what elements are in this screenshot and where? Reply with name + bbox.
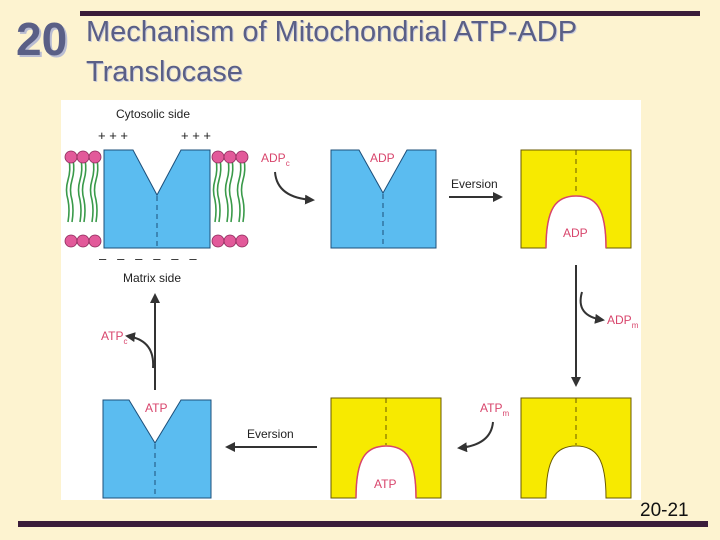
slide-title-line-1: Mechanism of Mitochondrial ATP-ADP xyxy=(86,16,578,48)
adp-binding-arrow xyxy=(274,171,315,205)
slide-number: 20-21 xyxy=(640,500,689,521)
adp-bound-label: ADP xyxy=(370,151,395,165)
panel-adp-bound-cytosol: ADP xyxy=(330,149,437,249)
atp-bound-label: ATP xyxy=(145,401,167,415)
panel-matrix-facing-empty xyxy=(520,397,632,499)
atp-release-arrow xyxy=(125,332,155,369)
panel-atp-bound-matrix: ATP xyxy=(330,397,442,499)
atp-matrix-label: ATPm xyxy=(480,401,509,418)
translocase-matrix-facing-empty xyxy=(520,397,632,499)
atp-cytosol-label: ATPc xyxy=(101,329,127,346)
lipid-bilayer-right xyxy=(212,159,246,223)
adp-matrix-label: ADPm xyxy=(607,313,639,330)
eversion-label-top: Eversion xyxy=(451,177,498,191)
translocase-diagram: Cytosolic side + + + + + + – – – – – – M… xyxy=(64,107,639,499)
top-rule xyxy=(80,11,700,16)
cavity-edge xyxy=(355,445,417,499)
cavity-edge xyxy=(545,195,607,249)
slide-title-line-2: Translocase xyxy=(86,56,243,88)
panel-membrane-empty: Cytosolic side + + + + + + – – – – – – M… xyxy=(64,107,249,285)
minus-charges: – – – – – – xyxy=(99,251,197,266)
panel-atp-cytosol-facing: ATP xyxy=(102,399,212,499)
plus-charges-right: + + + xyxy=(181,128,211,143)
matrix-side-label: Matrix side xyxy=(123,271,181,285)
plus-charges-left: + + + xyxy=(98,128,128,143)
lipid-heads-right xyxy=(211,150,249,248)
eversion-label-bottom: Eversion xyxy=(247,427,294,441)
cytosolic-side-label: Cytosolic side xyxy=(116,107,190,121)
bottom-rule xyxy=(18,521,708,527)
lipid-heads-left xyxy=(64,150,102,248)
panel-adp-matrix-facing: ADP xyxy=(520,149,632,249)
adp-release-arrow xyxy=(579,291,605,324)
chapter-number: 20 xyxy=(16,13,68,65)
atp-matrix-bound-label: ATP xyxy=(374,477,396,491)
translocase-cytosol-facing-atp xyxy=(102,399,212,499)
translocase-figure: Cytosolic side + + + + + + – – – – – – M… xyxy=(61,100,641,500)
adp-matrix-bound-label: ADP xyxy=(563,226,588,240)
adp-cytosol-label: ADPc xyxy=(261,151,290,168)
lipid-bilayer-left xyxy=(65,159,99,223)
atp-binding-arrow xyxy=(457,421,494,453)
